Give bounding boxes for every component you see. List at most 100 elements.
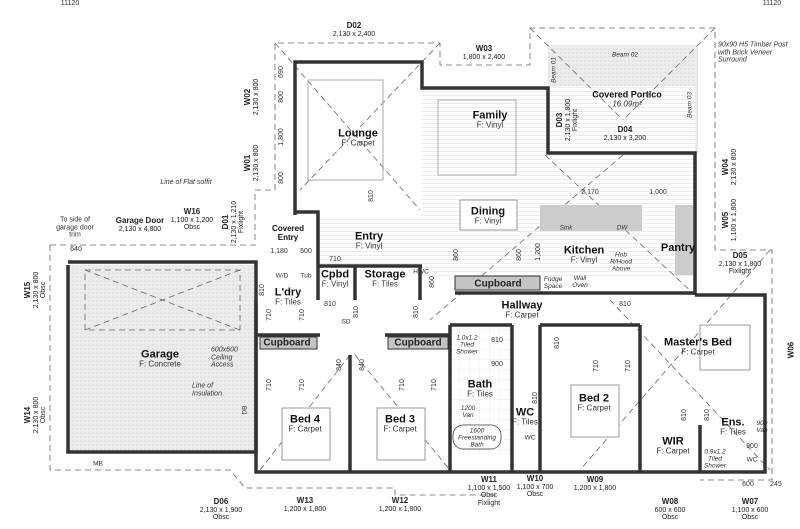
bed4-bed: [281, 407, 331, 461]
door-710-bed4-a: 710: [266, 379, 274, 391]
door-840-bed3: 840: [359, 359, 367, 371]
note-insulation: Line of Insulation: [192, 382, 222, 397]
note-garage-trim: To side of garage door trim: [56, 216, 94, 239]
bath-tub: [452, 424, 502, 450]
fixture-hwc: HWC: [413, 268, 429, 276]
door-810-cpbd: 810: [324, 301, 336, 309]
door-810-storage: 810: [353, 306, 361, 318]
opening-w06: W06: [786, 341, 796, 359]
door-710-bed2-b: 710: [625, 360, 633, 372]
room-cupboard-laundry: Cupboard: [263, 337, 311, 349]
distribution-board-label: DB: [241, 405, 249, 415]
door-710-bed2-a: 710: [593, 360, 601, 372]
lounge-sofa: [307, 79, 384, 181]
overall-dim-left: 11120: [60, 0, 80, 8]
room-covered-entry: Covered Entry: [271, 224, 304, 242]
dim-2170: 2,170: [581, 189, 599, 197]
cupboard-laundry: [259, 336, 318, 350]
dim-900-bath: 900: [491, 361, 503, 369]
overall-dim-right: 11120: [762, 0, 782, 8]
fixture-washer-dryer: W/D: [275, 272, 289, 280]
bed3-bed: [376, 407, 426, 461]
door-710-bed3-b: 710: [431, 379, 439, 391]
dim-690: 690: [278, 66, 286, 78]
pantry-bench: [675, 205, 693, 275]
kitchen-island: [540, 205, 642, 231]
entry-floor: [318, 218, 422, 266]
fixture-fridge-space: Fridge Space: [543, 275, 563, 290]
room-ensuite: Ens.F: Tiles: [720, 416, 746, 437]
door-810-wc: 810: [532, 392, 540, 404]
meter-box-label: MB: [93, 460, 103, 468]
dim-1180: 1,180: [270, 248, 288, 256]
smoke-detector-icon: SD: [341, 318, 351, 326]
master-bed: [699, 324, 751, 371]
note-flat-soffit: Line of Flat soffit: [160, 179, 212, 187]
dim-1200: 1,200: [535, 243, 543, 261]
door-710-laundry-a: 710: [266, 309, 274, 321]
dim-800b: 800: [278, 172, 286, 184]
door-810-hall-cupboard: 810: [413, 306, 421, 318]
fixture-vanity-bath: 1200 Van: [460, 404, 476, 419]
room-cupboard-kitchen: Cupboard: [474, 278, 522, 290]
cupboard-kitchen: [454, 275, 541, 291]
walls: [66, 60, 767, 474]
door-810-laundry: 810: [259, 284, 267, 296]
fixture-sink: Sink: [559, 224, 573, 232]
dining-table: [459, 199, 518, 231]
dim-245: 245: [770, 481, 782, 489]
door-810-bed2: 810: [554, 337, 562, 349]
door-710-bed3-a: 710: [399, 379, 407, 391]
door-810-lounge: 810: [368, 190, 376, 202]
note-beam02: Beam 02: [611, 51, 639, 59]
garage-floor: [68, 265, 256, 453]
note-beam01: Beam 01: [550, 56, 558, 84]
cupboard-hall: [387, 336, 449, 350]
fixture-hob: Hob R/Hood Above: [609, 251, 633, 273]
dim-800a: 800: [278, 91, 286, 103]
room-cupboard-hall: Cupboard: [394, 337, 442, 349]
dim-500: 500: [300, 248, 312, 256]
toilet-icon-ensuite: WC: [746, 456, 758, 464]
note-timber-post: 90x90 H5 Timber Post with Brick Veneer S…: [718, 41, 788, 64]
door-710-laundry-b: 710: [299, 309, 307, 321]
door-710-bed4-b: 710: [299, 379, 307, 391]
fixture-freestanding-bath: 1600 Freestanding Bath: [458, 427, 496, 449]
fixture-shower-bath: 1.0x1.2 Tiled Shower: [455, 334, 479, 356]
note-ceiling-access: 600x600 Ceiling Access: [211, 346, 238, 369]
fixture-tub: Tub: [300, 272, 312, 280]
fixture-wall-oven: Wall Oven: [572, 274, 588, 289]
